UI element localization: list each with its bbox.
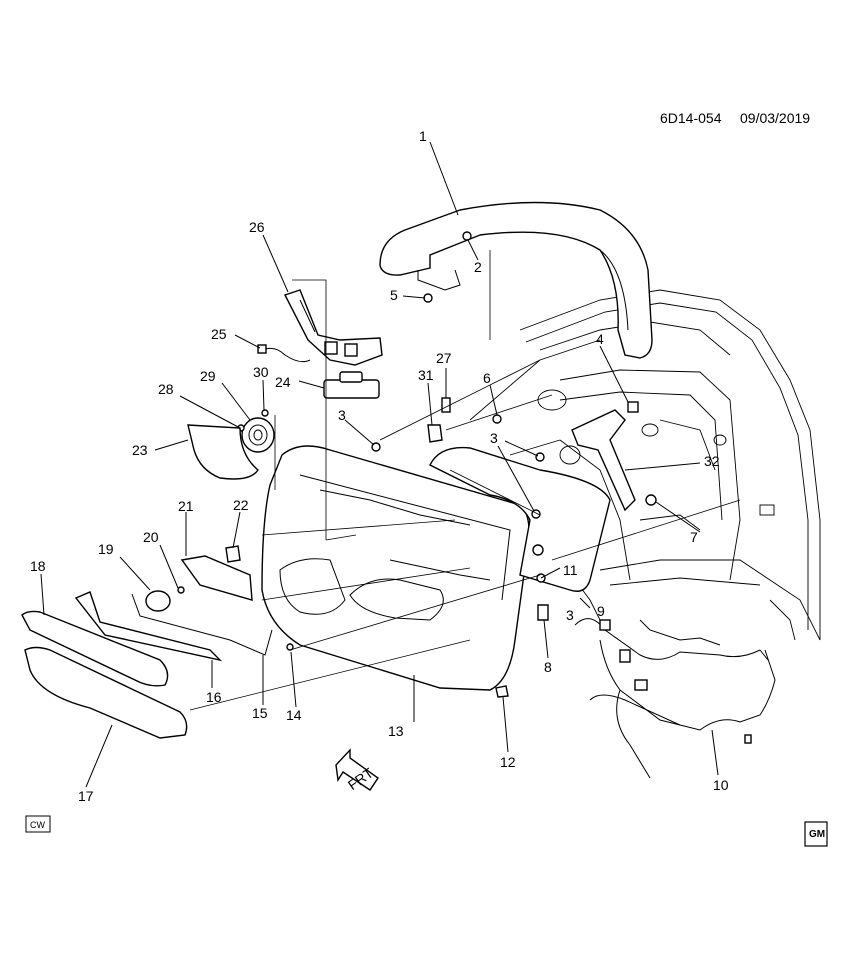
part-10-wiring-harness <box>574 618 776 779</box>
part-2-fastener <box>462 231 472 241</box>
callout-25: 25 <box>211 326 227 342</box>
part-24-switch <box>323 371 380 399</box>
part-7-fastener <box>645 494 657 506</box>
callout-20: 20 <box>143 529 159 545</box>
callout-30: 30 <box>253 364 269 380</box>
part-15-bezel-strip <box>131 593 273 656</box>
callout-14: 14 <box>286 707 302 723</box>
callout-6: 6 <box>483 370 491 386</box>
part-27-clip <box>441 397 451 413</box>
callout-8: 8 <box>544 659 552 675</box>
part-29-speaker <box>241 417 275 453</box>
part-5-fastener <box>423 293 433 303</box>
part-25-connector <box>257 344 267 354</box>
part-30-fastener <box>261 409 269 417</box>
part-9-water-deflector <box>429 446 611 592</box>
callout-18: 18 <box>30 558 46 574</box>
part-3-fastener <box>535 452 545 462</box>
callout-3c: 3 <box>566 607 574 623</box>
callout-12: 12 <box>500 754 516 770</box>
cw-badge-text: CW <box>30 820 45 830</box>
part-17-armrest-lower <box>24 646 188 739</box>
part-11-grommet <box>532 544 544 556</box>
part-31-clip <box>427 424 443 443</box>
callout-3b: 3 <box>490 430 498 446</box>
gm-logo: GM <box>804 821 828 847</box>
part-23-grille-trim <box>187 424 259 480</box>
part-18-armrest <box>21 610 169 687</box>
part-22-clip <box>225 545 241 563</box>
callout-31: 31 <box>418 367 434 383</box>
callout-3: 3 <box>338 407 346 423</box>
callout-15: 15 <box>252 705 268 721</box>
part-8-plug <box>537 604 549 621</box>
callout-22: 22 <box>233 497 249 513</box>
diagram-code: 6D14-054 <box>660 110 722 126</box>
part-25-harness <box>261 347 311 363</box>
part-26-switch-bracket <box>284 289 383 366</box>
callout-27: 27 <box>436 350 452 366</box>
callout-32: 32 <box>704 453 720 469</box>
callout-29: 29 <box>200 368 216 384</box>
part-6-fastener <box>492 414 502 424</box>
part-20-screw <box>177 586 185 594</box>
assembly-guide-lines <box>189 250 741 711</box>
callout-11: 11 <box>563 562 578 578</box>
callout-24: 24 <box>275 374 291 390</box>
callout-28: 28 <box>158 381 174 397</box>
callout-23: 23 <box>132 442 148 458</box>
part-12-clip <box>495 685 509 698</box>
callout-labels: 1 2 3 4 5 6 7 8 9 10 11 12 13 14 15 16 1… <box>30 128 729 804</box>
part-1-upper-frame <box>379 201 653 359</box>
part-4-nut <box>627 401 639 413</box>
callout-1: 1 <box>419 128 427 144</box>
part-19-cover <box>145 590 171 612</box>
part-32-bracket <box>571 409 636 512</box>
leader-lines <box>40 141 719 788</box>
gm-logo-text: GM <box>809 829 825 840</box>
front-direction-arrow: FRT <box>335 748 379 793</box>
callout-19: 19 <box>98 541 114 557</box>
callout-2: 2 <box>474 259 482 275</box>
callout-7: 7 <box>690 529 698 545</box>
callout-17: 17 <box>78 788 94 804</box>
cw-badge: CW <box>25 815 51 833</box>
callout-9: 9 <box>597 603 605 619</box>
callout-16: 16 <box>206 689 222 705</box>
callout-21: 21 <box>178 498 194 514</box>
part-21-pull-bracket <box>180 555 253 601</box>
callout-5: 5 <box>390 287 398 303</box>
callout-10: 10 <box>713 777 729 793</box>
callout-13: 13 <box>388 723 404 739</box>
diagram-date: 09/03/2019 <box>740 110 810 126</box>
part-16-armrest-bracket <box>74 591 223 662</box>
callout-4: 4 <box>596 331 604 347</box>
callout-26: 26 <box>249 219 265 235</box>
part-13-door-panel <box>261 445 530 691</box>
